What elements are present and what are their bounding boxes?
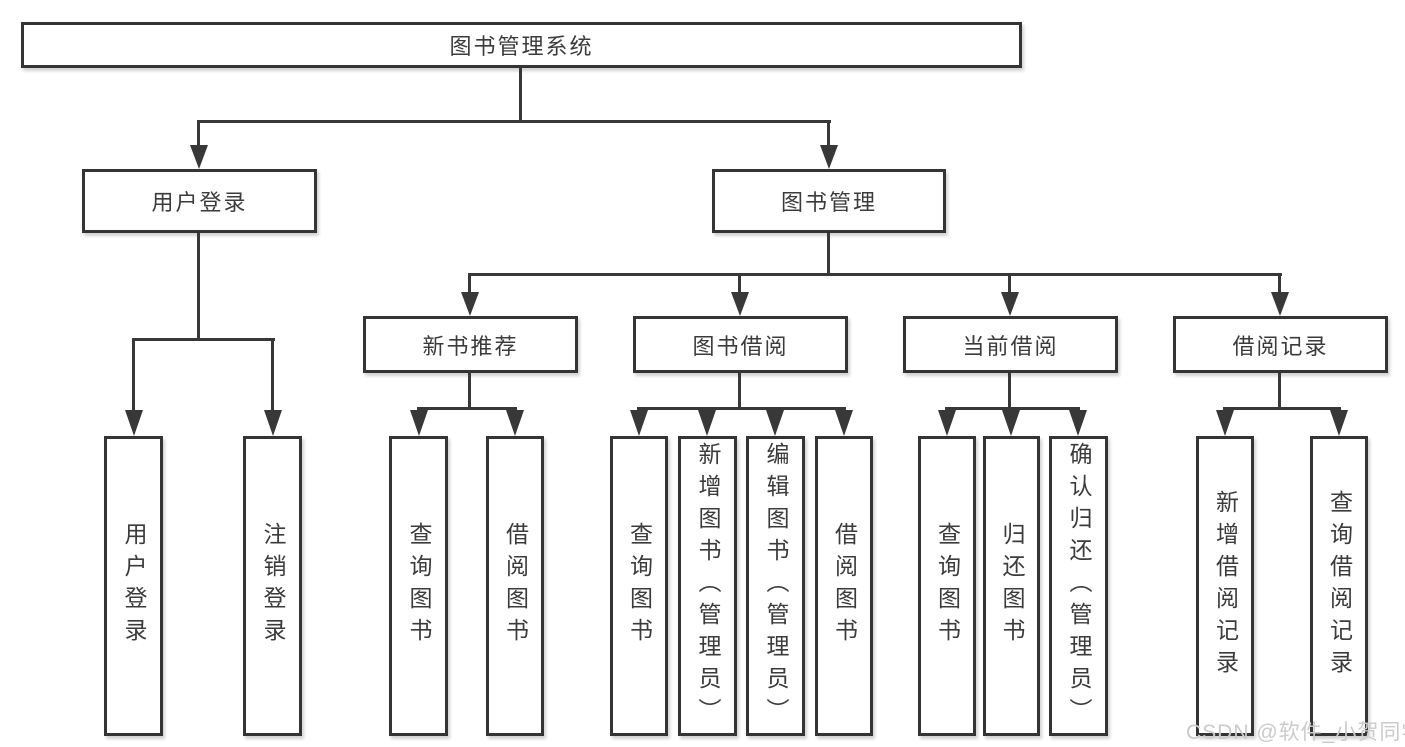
node-new-book-recommend: 新书推荐 — [363, 316, 578, 373]
leaf-query-books-borrow: 查询图书 — [610, 436, 668, 736]
leaf-label: 新增借阅记录 — [1212, 490, 1239, 682]
leaf-borrow-books-recommend: 借阅图书 — [486, 436, 544, 736]
leaf-label: 确认归还（管理员） — [1066, 442, 1092, 730]
leaf-label: 注销登录 — [260, 522, 286, 650]
connector-branch — [417, 407, 517, 410]
leaf-label: 查询图书 — [626, 522, 653, 650]
node-book-management: 图书管理 — [712, 169, 946, 233]
connector-level2-branch — [468, 273, 1282, 276]
leaf-label: 查询图书 — [406, 522, 432, 650]
connector-user-login-trunk — [197, 233, 200, 341]
arrow-down-icon — [125, 410, 143, 436]
leaf-query-borrow-record: 查询借阅记录 — [1310, 436, 1368, 736]
arrow-down-icon — [1002, 410, 1020, 436]
node-library-management-system: 图书管理系统 — [21, 22, 1022, 68]
leaf-add-book-admin: 新增图书（管理员） — [678, 436, 737, 736]
leaf-query-books-recommend: 查询图书 — [389, 436, 448, 736]
leaf-label: 新增图书（管理员） — [695, 442, 721, 730]
csdn-watermark: CSDN @软件_小贺同学 — [1186, 721, 1405, 744]
connector-stem — [271, 341, 274, 411]
connector-stem — [738, 276, 741, 294]
leaf-edit-book-admin: 编辑图书（管理员） — [746, 436, 805, 736]
connector-stem — [132, 341, 135, 411]
node-user-login: 用户登录 — [82, 169, 317, 233]
arrow-down-icon — [1001, 292, 1019, 316]
connector-trunk — [468, 373, 471, 410]
leaf-label: 查询借阅记录 — [1326, 490, 1353, 682]
leaf-return-book: 归还图书 — [983, 436, 1040, 736]
leaf-label: 借阅图书 — [831, 522, 858, 650]
arrow-down-icon — [1271, 292, 1289, 316]
arrow-down-icon — [264, 410, 282, 436]
connector-root-trunk — [519, 68, 522, 123]
connector-branch — [945, 407, 1080, 410]
connector-stem — [827, 123, 830, 147]
leaf-confirm-return-admin: 确认归还（管理员） — [1049, 436, 1108, 736]
connector-level1-branch — [197, 120, 831, 123]
leaf-label: 查询图书 — [934, 522, 961, 650]
arrow-down-icon — [410, 410, 428, 436]
connector-trunk — [1008, 373, 1011, 410]
arrow-down-icon — [461, 292, 479, 316]
connector-stem — [1008, 276, 1011, 294]
leaf-logout: 注销登录 — [243, 436, 302, 736]
leaf-borrow-books: 借阅图书 — [815, 436, 873, 736]
leaf-label: 归还图书 — [999, 522, 1025, 650]
arrow-down-icon — [698, 410, 716, 436]
connector-trunk — [738, 373, 741, 410]
arrow-down-icon — [938, 410, 956, 436]
connector-trunk — [1278, 373, 1281, 410]
arrow-down-icon — [1216, 410, 1234, 436]
node-current-borrow: 当前借阅 — [903, 316, 1118, 373]
connector-branch — [1223, 407, 1341, 410]
connector-stem — [197, 123, 200, 147]
leaf-label: 借阅图书 — [502, 522, 529, 650]
arrow-down-icon — [1330, 410, 1348, 436]
leaf-user-login: 用户登录 — [104, 436, 163, 736]
connector-book-mgmt-trunk — [827, 233, 830, 276]
connector-branch — [637, 407, 846, 410]
connector-stem — [1278, 276, 1281, 294]
node-borrow-records: 借阅记录 — [1173, 316, 1388, 373]
leaf-label: 编辑图书（管理员） — [763, 442, 789, 730]
leaf-add-borrow-record: 新增借阅记录 — [1196, 436, 1254, 736]
arrow-down-icon — [630, 410, 648, 436]
connector-stem — [468, 276, 471, 294]
arrow-down-icon — [766, 410, 784, 436]
arrow-down-icon — [190, 145, 208, 169]
arrow-down-icon — [835, 410, 853, 436]
leaf-query-books-current: 查询图书 — [918, 436, 976, 736]
arrow-down-icon — [820, 145, 838, 169]
leaf-label: 用户登录 — [121, 522, 147, 650]
node-book-borrow: 图书借阅 — [633, 316, 848, 373]
arrow-down-icon — [506, 410, 524, 436]
arrow-down-icon — [1069, 410, 1087, 436]
arrow-down-icon — [731, 292, 749, 316]
connector-user-login-branch — [132, 338, 275, 341]
